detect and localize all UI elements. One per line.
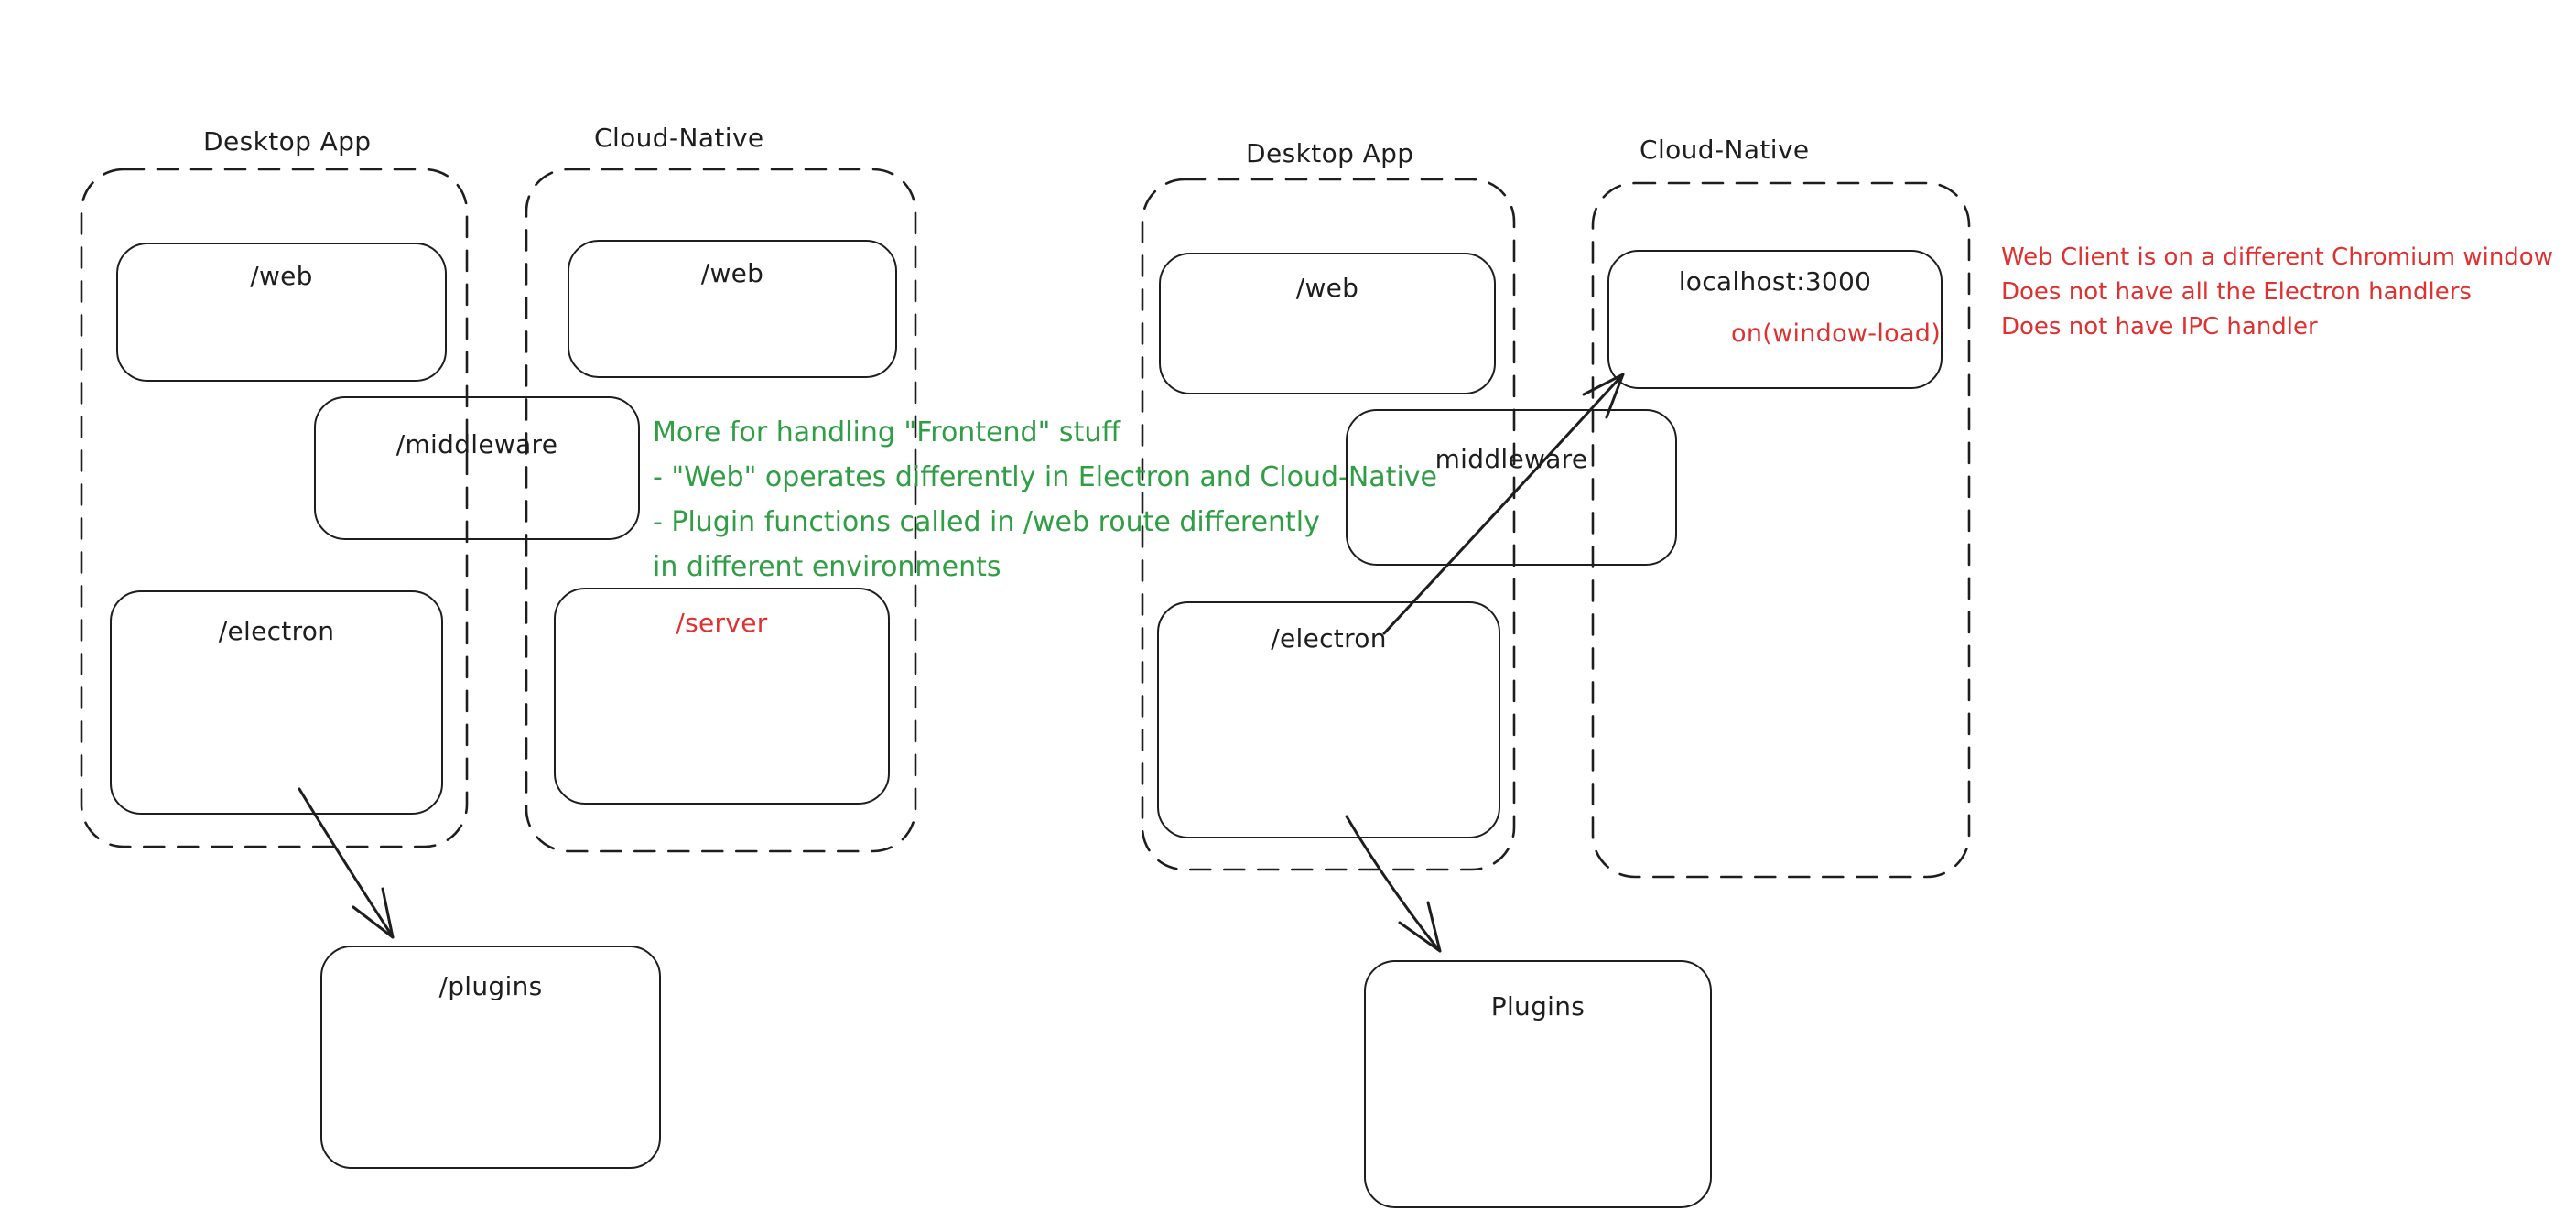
arrow-left-electron-to-plugins <box>298 787 395 939</box>
note-line: More for handling "Frontend" stuff <box>653 416 1121 448</box>
left-web-cloud-box: /web <box>568 240 897 378</box>
note-line: Web Client is on a different Chromium wi… <box>2001 243 2553 271</box>
left-cloud-container <box>525 168 917 853</box>
right-electron-label: /electron <box>1271 623 1387 654</box>
left-web-desktop-box: /web <box>116 243 447 382</box>
left-web-desktop-label: /web <box>250 261 313 291</box>
left-server-label: /server <box>676 608 768 638</box>
right-plugins-box: Plugins <box>1364 960 1712 1208</box>
arrow-right-electron-to-plugins <box>1345 815 1442 953</box>
right-middleware-box: middleware <box>1346 409 1677 566</box>
right-cloud-container <box>1591 181 1971 879</box>
left-plugins-box: /plugins <box>320 946 661 1169</box>
left-middleware-label: /middleware <box>395 429 558 459</box>
note-line: - Plugin functions called in /web route … <box>653 506 1320 538</box>
right-electron-box: /electron <box>1157 601 1500 838</box>
right-desktop-container-label: Desktop App <box>1246 138 1414 168</box>
left-desktop-container-label: Desktop App <box>203 126 372 157</box>
right-web-box: /web <box>1159 253 1496 394</box>
right-red-note: Web Client is on a different Chromium wi… <box>2001 240 2553 344</box>
left-electron-label: /electron <box>218 616 335 646</box>
left-plugins-label: /plugins <box>438 971 543 1001</box>
left-server-box: /server <box>554 588 890 805</box>
right-middleware-label: middleware <box>1434 444 1588 474</box>
left-green-note: More for handling "Frontend" stuff - "We… <box>653 410 1437 589</box>
left-desktop-container <box>80 168 469 848</box>
left-web-cloud-label: /web <box>700 258 764 288</box>
left-cloud-container-label: Cloud-Native <box>594 123 764 153</box>
right-localhost-sub-label: on(window-load) <box>1731 319 1942 348</box>
right-localhost-label: localhost:3000 <box>1678 266 1872 297</box>
note-line: Does not have IPC handler <box>2001 313 2318 340</box>
note-line: Does not have all the Electron handlers <box>2001 278 2472 306</box>
right-web-label: /web <box>1295 273 1359 303</box>
right-plugins-label: Plugins <box>1490 991 1586 1021</box>
left-middleware-box: /middleware <box>314 396 640 540</box>
left-electron-box: /electron <box>110 590 443 815</box>
right-cloud-container-label: Cloud-Native <box>1640 135 1810 165</box>
right-localhost-box: localhost:3000 on(window-load) <box>1607 250 1943 389</box>
note-line: in different environments <box>653 551 1001 583</box>
note-line: - "Web" operates differently in Electron… <box>653 461 1437 493</box>
right-desktop-container <box>1141 178 1516 871</box>
